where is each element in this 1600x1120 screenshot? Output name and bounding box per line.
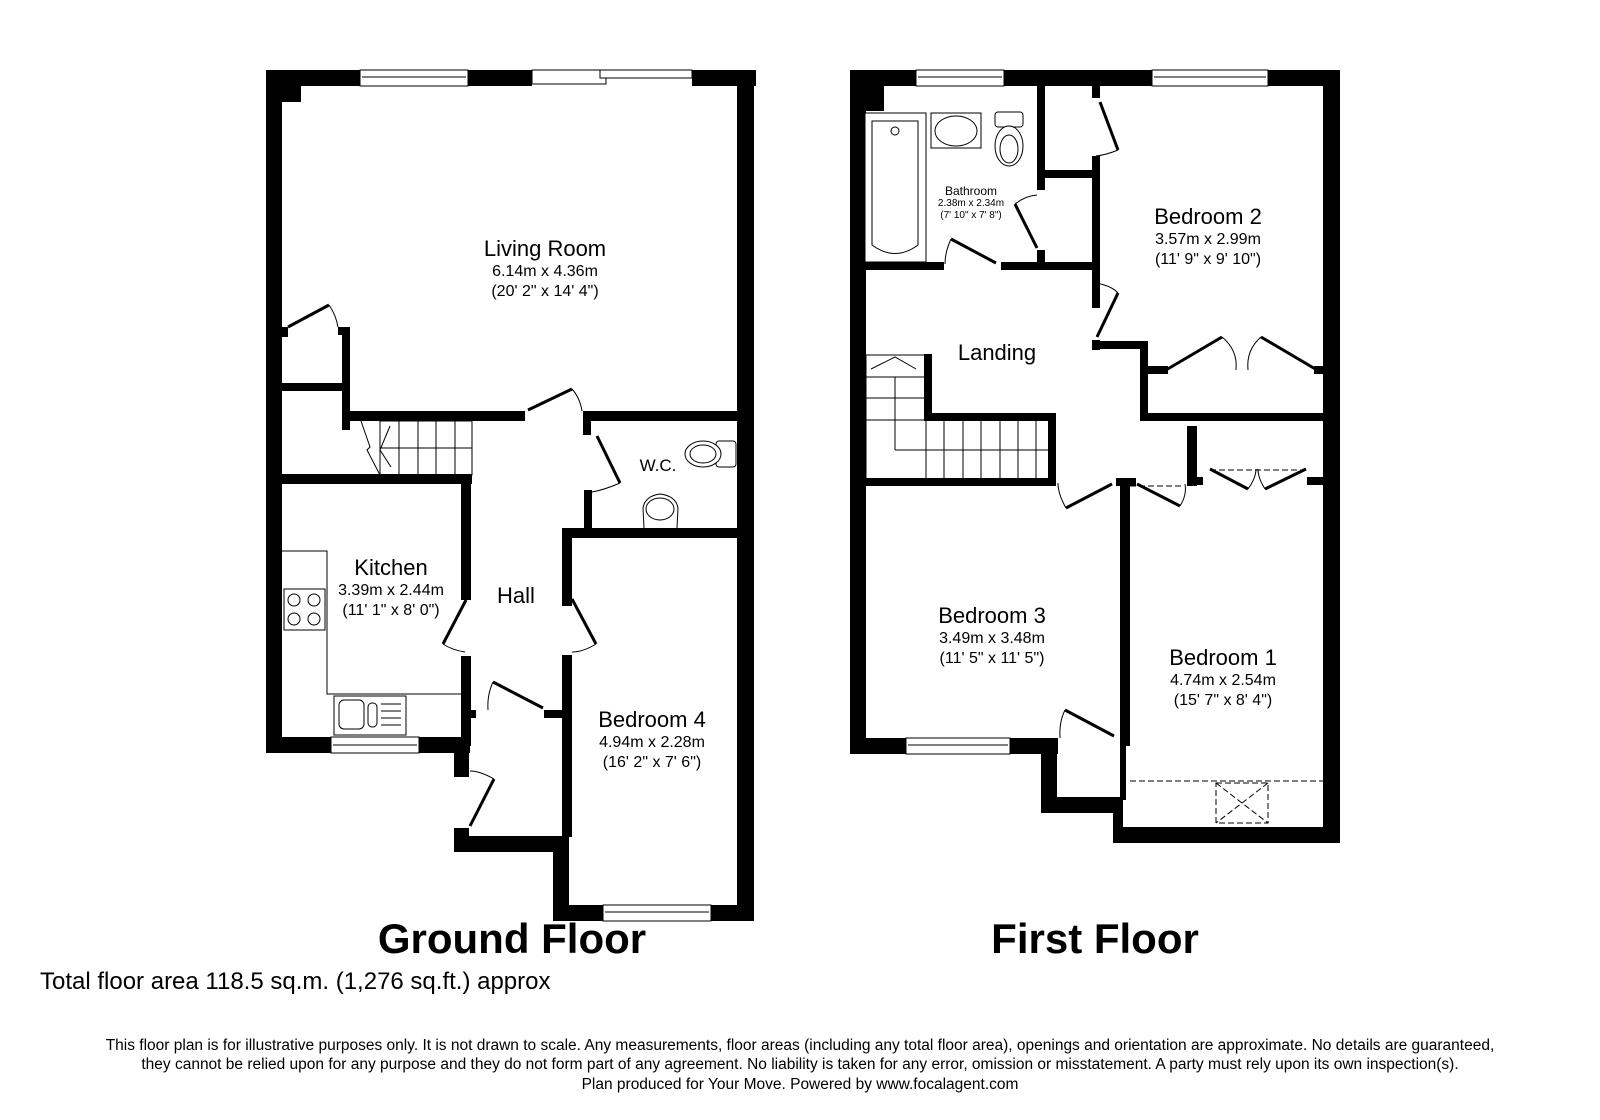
bathroom-fittings (864, 111, 1024, 263)
room-label-landing: Landing (958, 340, 1036, 366)
ground-floor-title: Ground Floor (377, 915, 647, 962)
room-name: Kitchen (354, 555, 428, 580)
room-dimensions-imperial: (16' 2" x 7' 6") (602, 753, 702, 771)
skylight-icon (1130, 780, 1323, 824)
ground-floor-walls (266, 70, 756, 921)
room-dimensions-metric: 2.38m x 2.34m (937, 198, 1005, 210)
disclaimer: This floor plan is for illustrative purp… (0, 1036, 1600, 1094)
first-floor-plan (850, 69, 1340, 843)
room-name: Bathroom (944, 184, 998, 198)
room-name: W.C. (639, 456, 677, 475)
room-dimensions-imperial: (11' 9" x 9' 10") (1154, 250, 1262, 268)
wc-fittings (642, 440, 737, 529)
room-name: Bedroom 1 (1169, 645, 1277, 670)
toilet-cistern-icon (994, 111, 1024, 128)
room-name: Bedroom 4 (598, 707, 706, 732)
ground-floor-windows (330, 69, 712, 922)
stair-arrow-icon (870, 356, 917, 370)
first-floor-windows (905, 69, 1269, 755)
room-label-bedroom-2: Bedroom 2 3.57m x 2.99m (11' 9" x 9' 10"… (1154, 204, 1262, 269)
first-floor-title: First Floor (991, 915, 1199, 962)
first-floor-stairs (865, 354, 1048, 480)
room-dimensions-imperial: (15' 7" x 8' 4") (1173, 691, 1273, 709)
kitchen-fittings (282, 550, 461, 736)
room-name: Landing (957, 340, 1037, 365)
room-label-bathroom: Bathroom 2.38m x 2.34m (7' 10" x 7' 8") (938, 184, 1004, 222)
room-dimensions-metric: 4.94m x 2.28m (599, 734, 705, 752)
room-label-bedroom-4: Bedroom 4 4.94m x 2.28m (16' 2" x 7' 6") (598, 707, 706, 772)
room-label-hall: Hall (497, 583, 535, 609)
room-label-bedroom-1: Bedroom 1 4.74m x 2.54m (15' 7" x 8' 4") (1169, 645, 1277, 710)
first-floor-doors (944, 101, 1318, 739)
room-dimensions-imperial: (11' 5" x 11' 5") (939, 649, 1045, 667)
room-label-wc: W.C. (640, 456, 677, 476)
room-name: Bedroom 2 (1154, 204, 1262, 229)
ground-floor-plan (266, 69, 756, 922)
room-label-kitchen: Kitchen 3.39m x 2.44m (11' 1" x 8' 0") (338, 555, 444, 620)
room-dimensions-imperial: (11' 1" x 8' 0") (342, 601, 440, 619)
room-name: Hall (497, 583, 535, 608)
disclaimer-line-1: This floor plan is for illustrative purp… (105, 1037, 1495, 1054)
ground-floor-doors (287, 303, 622, 827)
room-label-bedroom-3: Bedroom 3 3.49m x 3.48m (11' 5" x 11' 5"… (938, 603, 1046, 668)
room-dimensions-metric: 3.57m x 2.99m (1155, 231, 1261, 249)
room-dimensions-metric: 3.49m x 3.48m (939, 630, 1045, 648)
first-floor-walls (850, 70, 1340, 843)
disclaimer-line-3: Plan produced for Your Move. Powered by … (581, 1075, 1019, 1093)
room-name: Living Room (483, 236, 607, 261)
room-dimensions-metric: 4.74m x 2.54m (1170, 672, 1276, 690)
room-dimensions-metric: 3.39m x 2.44m (338, 582, 444, 600)
disclaimer-line-2: they cannot be relied upon for any purpo… (141, 1056, 1459, 1074)
room-dimensions-metric: 6.14m x 4.36m (492, 263, 598, 281)
room-label-living-room: Living Room 6.14m x 4.36m (20' 2" x 14' … (484, 236, 606, 301)
ground-floor-stairs (360, 420, 473, 476)
total-floor-area: Total floor area 118.5 sq.m. (1,276 sq.f… (40, 968, 551, 995)
room-dimensions-imperial: (7' 10" x 7' 8") (940, 210, 1002, 222)
room-dimensions-imperial: (20' 2" x 14' 4") (491, 282, 599, 300)
room-name: Bedroom 3 (938, 603, 1046, 628)
